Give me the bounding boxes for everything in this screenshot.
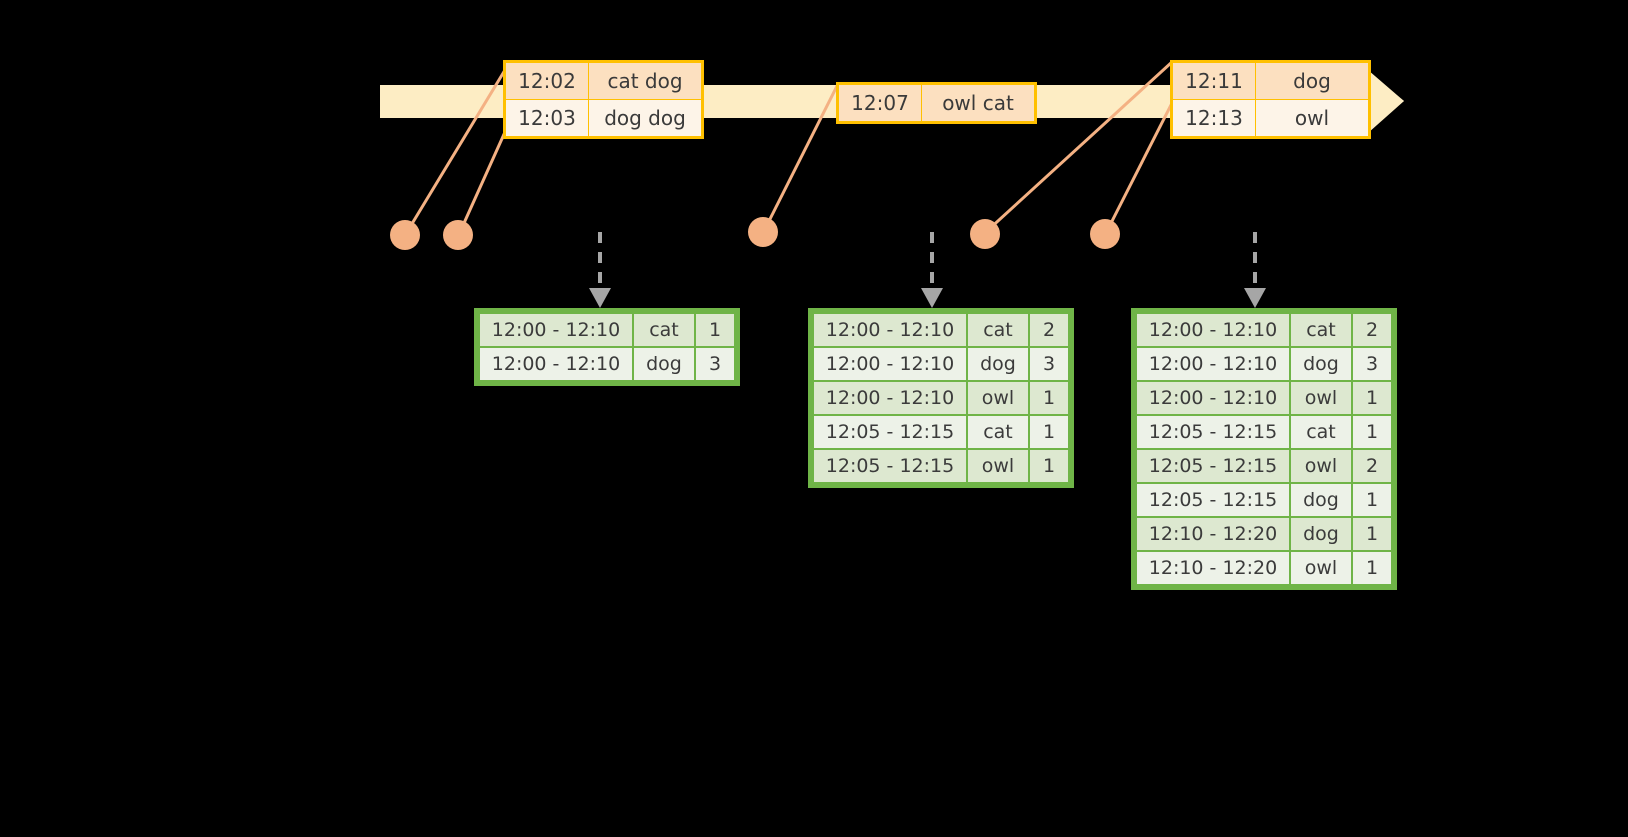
connector-line-2: [458, 131, 507, 233]
table-row: 12:05 - 12:15 owl 1: [814, 450, 1068, 482]
count-cell: 2: [1353, 314, 1391, 346]
table-row: 12:00 - 12:10 owl 1: [814, 382, 1068, 414]
count-cell: 1: [1030, 450, 1068, 482]
event-dot: [1090, 219, 1120, 249]
window-cell: 12:05 - 12:15: [1137, 484, 1289, 516]
count-cell: 3: [1030, 348, 1068, 380]
window-cell: 12:00 - 12:10: [814, 382, 966, 414]
key-cell: dog: [968, 348, 1028, 380]
flow-arrow-2: [921, 232, 943, 308]
key-cell: owl: [968, 450, 1028, 482]
key-cell: cat: [968, 416, 1028, 448]
count-cell: 1: [1030, 382, 1068, 414]
count-cell: 1: [1353, 416, 1391, 448]
table-row: 12:00 - 12:10 cat 1: [480, 314, 734, 346]
window-cell: 12:05 - 12:15: [1137, 450, 1289, 482]
event-row: 12:11 dog: [1171, 61, 1370, 100]
count-cell: 1: [1353, 382, 1391, 414]
window-cell: 12:00 - 12:10: [1137, 314, 1289, 346]
count-cell: 2: [1030, 314, 1068, 346]
key-cell: dog: [1291, 484, 1351, 516]
window-cell: 12:00 - 12:10: [1137, 348, 1289, 380]
event-row: 12:13 owl: [1171, 99, 1370, 138]
count-cell: 1: [1353, 484, 1391, 516]
result-table-2: 12:00 - 12:10 cat 2 12:00 - 12:10 dog 3 …: [808, 308, 1074, 488]
event-dot: [970, 219, 1000, 249]
key-cell: dog: [1291, 348, 1351, 380]
window-cell: 12:10 - 12:20: [1137, 552, 1289, 584]
key-cell: cat: [968, 314, 1028, 346]
table-row: 12:05 - 12:15 cat 1: [1137, 416, 1391, 448]
table-row: 12:05 - 12:15 owl 2: [1137, 450, 1391, 482]
key-cell: dog: [634, 348, 694, 380]
count-cell: 2: [1353, 450, 1391, 482]
window-cell: 12:05 - 12:15: [814, 416, 966, 448]
flow-arrow-1: [589, 232, 611, 308]
key-cell: dog: [1291, 518, 1351, 550]
event-time: 12:07: [837, 83, 922, 123]
key-cell: cat: [1291, 416, 1351, 448]
event-words: owl: [1255, 99, 1370, 138]
timeline-arrow-head: [1368, 70, 1404, 133]
event-words: dog dog: [588, 99, 703, 138]
event-box-group-1: 12:02 cat dog 12:03 dog dog: [503, 60, 704, 139]
window-cell: 12:00 - 12:10: [1137, 382, 1289, 414]
event-dot: [390, 220, 420, 250]
window-cell: 12:05 - 12:15: [1137, 416, 1289, 448]
count-cell: 3: [1353, 348, 1391, 380]
key-cell: owl: [968, 382, 1028, 414]
event-time: 12:03: [504, 99, 589, 138]
count-cell: 3: [696, 348, 734, 380]
event-row: 12:02 cat dog: [504, 61, 703, 100]
event-dot: [443, 220, 473, 250]
result-table-3: 12:00 - 12:10 cat 2 12:00 - 12:10 dog 3 …: [1131, 308, 1397, 590]
event-dot: [748, 217, 778, 247]
table-row: 12:00 - 12:10 dog 3: [814, 348, 1068, 380]
table-row: 12:00 - 12:10 dog 3: [480, 348, 734, 380]
window-cell: 12:05 - 12:15: [814, 450, 966, 482]
key-cell: owl: [1291, 552, 1351, 584]
window-cell: 12:00 - 12:10: [480, 348, 632, 380]
count-cell: 1: [1030, 416, 1068, 448]
connector-line-5: [1105, 102, 1174, 232]
window-cell: 12:10 - 12:20: [1137, 518, 1289, 550]
count-cell: 1: [1353, 518, 1391, 550]
window-cell: 12:00 - 12:10: [814, 314, 966, 346]
table-row: 12:10 - 12:20 owl 1: [1137, 552, 1391, 584]
event-row: 12:03 dog dog: [504, 99, 703, 138]
timeline-arrow-head-shape: [1366, 72, 1404, 130]
event-row: 12:07 owl cat: [837, 83, 1036, 123]
event-box-group-3: 12:11 dog 12:13 owl: [1170, 60, 1371, 139]
table-row: 12:00 - 12:10 owl 1: [1137, 382, 1391, 414]
event-words: dog: [1255, 61, 1370, 100]
window-cell: 12:00 - 12:10: [814, 348, 966, 380]
table-row: 12:00 - 12:10 cat 2: [1137, 314, 1391, 346]
event-time: 12:02: [504, 61, 589, 100]
event-time: 12:11: [1171, 61, 1256, 100]
key-cell: owl: [1291, 450, 1351, 482]
table-row: 12:10 - 12:20 dog 1: [1137, 518, 1391, 550]
table-row: 12:00 - 12:10 dog 3: [1137, 348, 1391, 380]
flow-arrow-3: [1244, 232, 1266, 308]
table-row: 12:05 - 12:15 cat 1: [814, 416, 1068, 448]
event-box-group-2: 12:07 owl cat: [836, 82, 1037, 124]
event-time: 12:13: [1171, 99, 1256, 138]
window-cell: 12:00 - 12:10: [480, 314, 632, 346]
table-row: 12:05 - 12:15 dog 1: [1137, 484, 1391, 516]
count-cell: 1: [696, 314, 734, 346]
event-words: owl cat: [921, 83, 1036, 123]
key-cell: cat: [1291, 314, 1351, 346]
table-row: 12:00 - 12:10 cat 2: [814, 314, 1068, 346]
event-words: cat dog: [588, 61, 703, 100]
key-cell: owl: [1291, 382, 1351, 414]
count-cell: 1: [1353, 552, 1391, 584]
result-table-1: 12:00 - 12:10 cat 1 12:00 - 12:10 dog 3: [474, 308, 740, 386]
key-cell: cat: [634, 314, 694, 346]
